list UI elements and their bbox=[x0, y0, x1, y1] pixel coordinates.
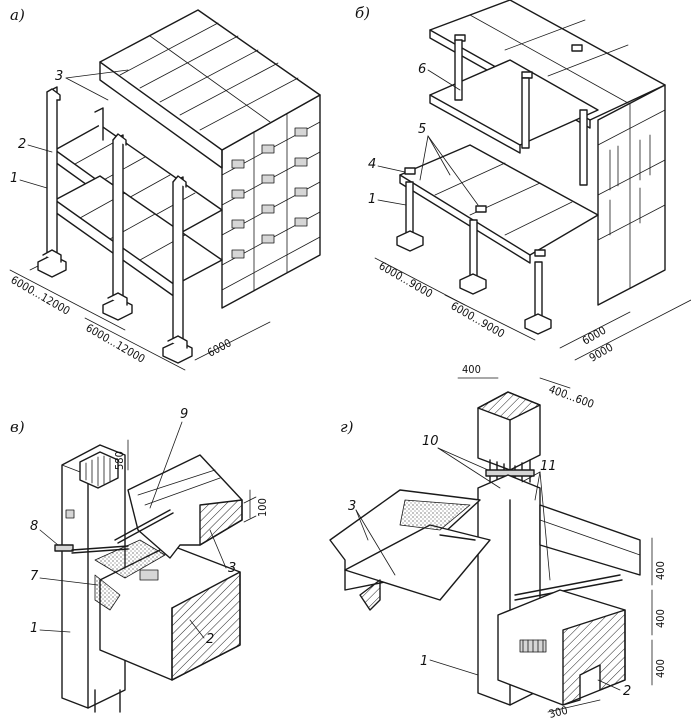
panel-a-dim-bay-2: 6000...12000 bbox=[84, 321, 148, 365]
panel-v-label: в) bbox=[10, 418, 25, 436]
panel-v-callout-9: 9 bbox=[180, 407, 188, 422]
panel-b-dim-bay-2: 6000...9000 bbox=[449, 299, 507, 340]
panel-b-callout-6: 6 bbox=[418, 62, 426, 77]
panel-a-dim-depth: 6000 bbox=[205, 336, 233, 359]
panel-g-dim-beam-width: 300 bbox=[548, 704, 569, 721]
panel-v-callout-1: 1 bbox=[30, 621, 38, 636]
panel-v-dim-580: 580 bbox=[113, 451, 126, 470]
panel-v-callout-8: 8 bbox=[30, 519, 38, 534]
panel-a-dim-bay-1: 6000...12000 bbox=[9, 273, 73, 317]
panel-g-drawing bbox=[329, 377, 653, 713]
panel-a-label: а) bbox=[10, 6, 25, 24]
panel-b-callout-1: 1 bbox=[368, 192, 376, 207]
panel-v-callout-7: 7 bbox=[30, 569, 39, 584]
panel-g-dim-column-width: 400 bbox=[462, 363, 481, 376]
panel-g-callout-10: 10 bbox=[422, 434, 439, 449]
panel-g-label: г) bbox=[340, 418, 354, 436]
panel-a-drawing bbox=[9, 9, 321, 371]
panel-g-callout-11: 11 bbox=[540, 459, 557, 474]
panel-b-label: б) bbox=[355, 4, 370, 22]
panel-b-dim-bay-1: 6000...9000 bbox=[377, 259, 435, 300]
panel-v-callout-3: 3 bbox=[228, 561, 236, 576]
panel-g-callout-3: 3 bbox=[348, 499, 356, 514]
panel-b-callout-5: 5 bbox=[418, 122, 426, 137]
panel-g-dim-h2: 400 bbox=[654, 609, 667, 628]
panel-g-callout-2: 2 bbox=[623, 684, 631, 699]
panel-g-dim-column-depth: 400...600 bbox=[547, 383, 596, 411]
panel-b-drawing bbox=[374, 0, 691, 361]
panel-v-callout-2: 2 bbox=[206, 632, 214, 647]
panel-a-callout-3: 3 bbox=[55, 69, 63, 84]
panel-v-dim-100: 100 bbox=[256, 498, 269, 517]
panel-b-callout-4: 4 bbox=[368, 157, 376, 172]
panel-g-dim-h1: 400 bbox=[654, 561, 667, 580]
panel-a-callout-2: 2 bbox=[18, 137, 26, 152]
panel-g-dim-h3: 400 bbox=[654, 659, 667, 678]
panel-v-drawing bbox=[54, 439, 257, 713]
panel-a-callout-1: 1 bbox=[10, 171, 18, 186]
panel-g-callout-1: 1 bbox=[420, 654, 428, 669]
